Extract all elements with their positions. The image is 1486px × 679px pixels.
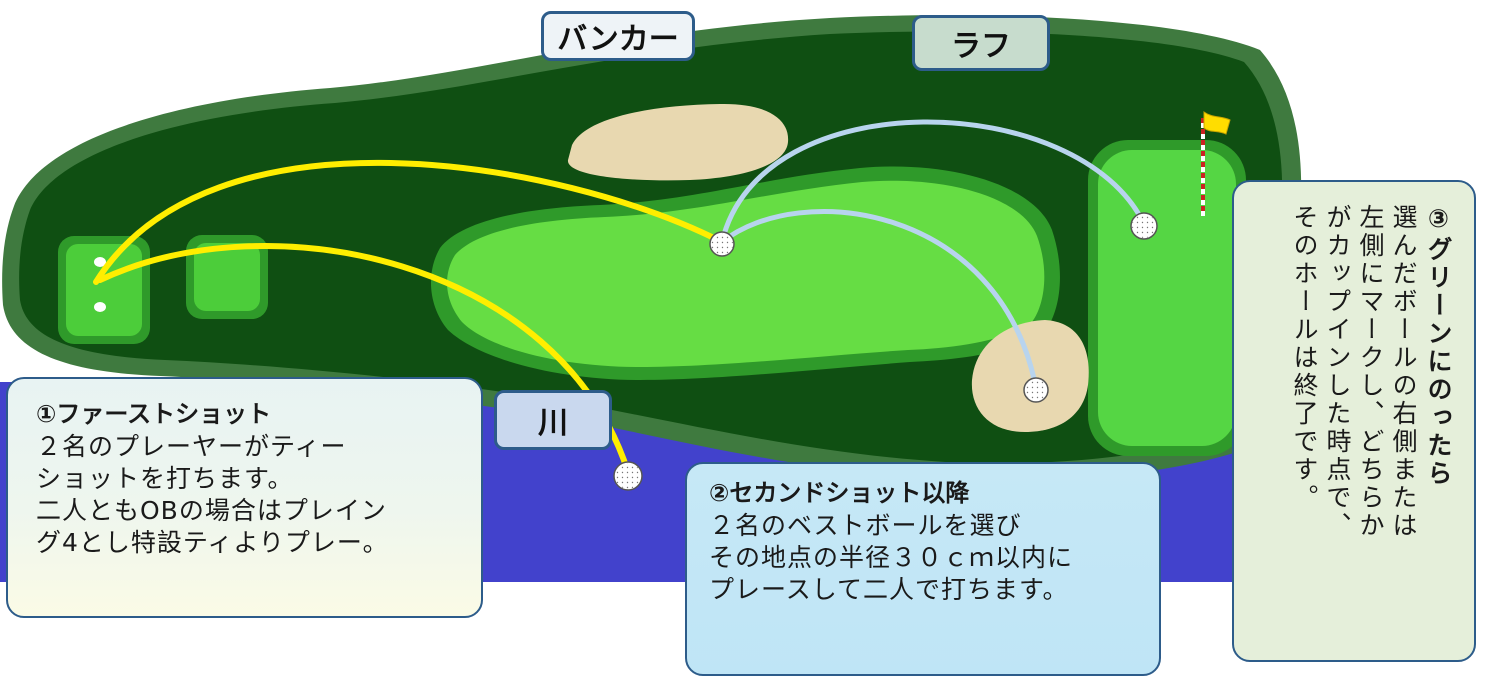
tee-marker xyxy=(94,302,106,312)
tee-box-right-inner xyxy=(194,243,260,311)
note-line: グ4とし特設ティよりプレー。 xyxy=(36,528,389,557)
note-line: がカップインした時点で、 xyxy=(1323,204,1352,540)
note-title: ①ファーストショット xyxy=(36,400,272,428)
river-label: 川 xyxy=(494,390,612,450)
note-line: ショットを打ちます。 xyxy=(36,464,294,493)
fairway xyxy=(447,180,1045,367)
fairway-bunker xyxy=(567,103,789,181)
greenside-bunker xyxy=(971,320,1089,432)
note-line: ２名のベストボールを選び xyxy=(709,511,1022,540)
note-line: 選んだボールの右側または xyxy=(1389,204,1418,540)
second-shot-arc xyxy=(719,119,1147,245)
tee-marker xyxy=(94,257,106,267)
first-shot-note: ①ファーストショット ２名のプレーヤーがティー ショットを打ちます。 二人ともO… xyxy=(6,377,483,618)
note-line: 二人ともOBの場合はプレイン xyxy=(36,496,387,525)
golf-ball-icon xyxy=(1023,377,1049,403)
bunker-label: バンカー xyxy=(541,11,695,61)
note-line: その地点の半径３０ｃｍ以内に xyxy=(709,543,1074,572)
note-line: プレースして二人で打ちます。 xyxy=(709,575,1069,604)
tee-box-left-inner xyxy=(66,244,142,336)
first-shot-arc xyxy=(93,159,725,285)
note-line: ２名のプレーヤーがティー xyxy=(36,432,347,461)
flag-icon xyxy=(1203,111,1231,135)
note-title: ③グリーンにのったら xyxy=(1424,204,1453,488)
golf-ball-icon xyxy=(1130,212,1158,240)
second-shot-note: ②セカンドショット以降 ２名のベストボールを選び その地点の半径３０ｃｍ以内に … xyxy=(685,462,1161,676)
golf-ball-icon xyxy=(613,461,643,491)
note-line: 左側にマークし、どちらか xyxy=(1356,204,1385,540)
golf-ball-icon xyxy=(709,231,735,257)
rough-label: ラフ xyxy=(912,15,1050,71)
note-line: そのホールは終了です。 xyxy=(1290,204,1319,512)
green-note: ③グリーンにのったら 選んだボールの右側または 左側にマークし、どちらか がカッ… xyxy=(1232,180,1476,662)
second-shot-arc xyxy=(719,209,1039,391)
note-title: ②セカンドショット以降 xyxy=(709,479,970,507)
green xyxy=(1098,150,1236,446)
